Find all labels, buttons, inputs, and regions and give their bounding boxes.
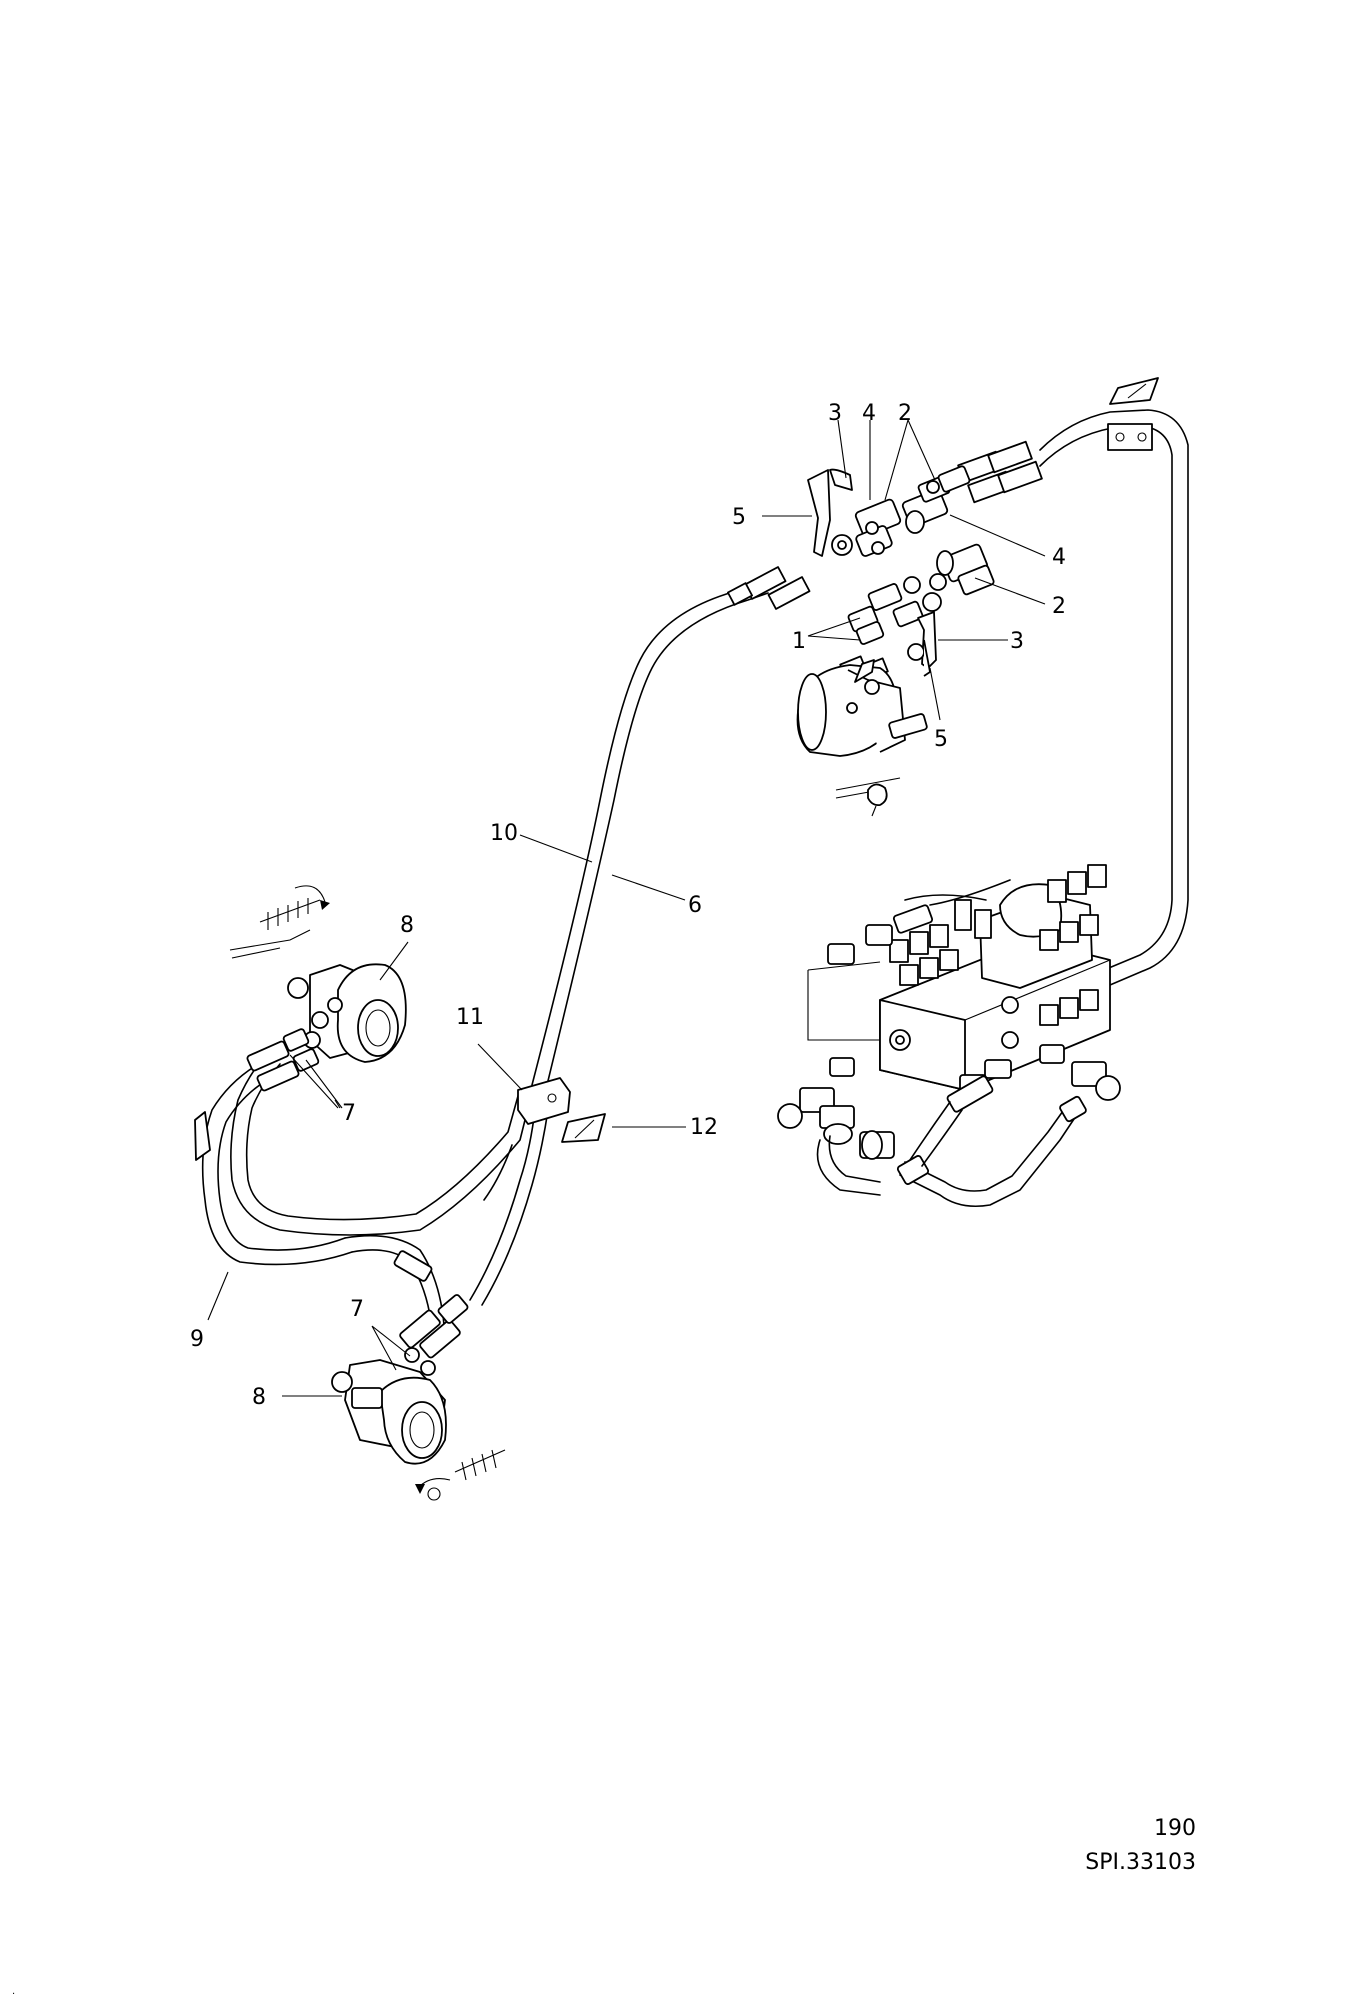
valve-block-outlet-fittings [777, 1044, 1121, 1160]
callout-1: 1 [792, 629, 806, 654]
callout-3-upper: 3 [828, 401, 842, 426]
fitting-cluster-lower [839, 543, 995, 681]
motor-lower [331, 1359, 447, 1465]
corner-mark: . [12, 1986, 16, 1997]
callout-7-lower: 7 [350, 1297, 364, 1322]
wrench-icon-top [835, 777, 901, 817]
callout-7-upper: 7 [342, 1101, 356, 1126]
callout-9: 9 [190, 1327, 204, 1352]
callout-4-upper: 4 [862, 401, 876, 426]
callout-5-upper: 5 [732, 505, 746, 530]
valve-block-bottom-pipe [816, 1075, 1087, 1208]
clamp [517, 1077, 571, 1125]
hose-lower [929, 879, 1011, 906]
callout-4-lower: 4 [1052, 545, 1066, 570]
top-right-hose-ends [957, 423, 1153, 504]
callout-12: 12 [690, 1115, 718, 1140]
rotation-brush-icon-upper [229, 885, 330, 959]
callout-2-upper: 2 [898, 401, 912, 426]
callout-3-lower: 3 [1010, 629, 1024, 654]
hose-ends-motor-upper-left [194, 1028, 320, 1161]
motor-upper-left [287, 963, 407, 1063]
leader-lines [207, 419, 1046, 1397]
valve-block-inlet [807, 904, 934, 1041]
valve-block [879, 864, 1111, 1091]
callout-2-lower: 2 [1052, 594, 1066, 619]
rotation-brush-icon-lower [415, 1449, 506, 1501]
hose-return-loop [904, 409, 1189, 986]
callout-8-lower: 8 [252, 1385, 266, 1410]
wedge-icon [1109, 377, 1159, 405]
wedge-piece [561, 1113, 606, 1143]
hose-6 [531, 582, 769, 1086]
callout-5-lower: 5 [934, 727, 948, 752]
hose-ends-motor-lower [393, 1250, 469, 1376]
page-number: 190 [1154, 1816, 1196, 1841]
top-motor [796, 659, 928, 757]
hose-9 [201, 1049, 531, 1266]
callout-10: 10 [490, 821, 518, 846]
callout-11: 11 [456, 1005, 484, 1030]
callout-6: 6 [688, 893, 702, 918]
callout-8-upper: 8 [400, 913, 414, 938]
hose-ends-upper-left [726, 566, 811, 610]
callout-labels: 3 4 2 5 4 2 3 1 5 10 6 8 11 7 12 7 9 8 [190, 401, 1066, 1410]
drawing-reference-code: SPI.33103 [1085, 1850, 1196, 1875]
fitting-cluster-upper [807, 465, 971, 557]
